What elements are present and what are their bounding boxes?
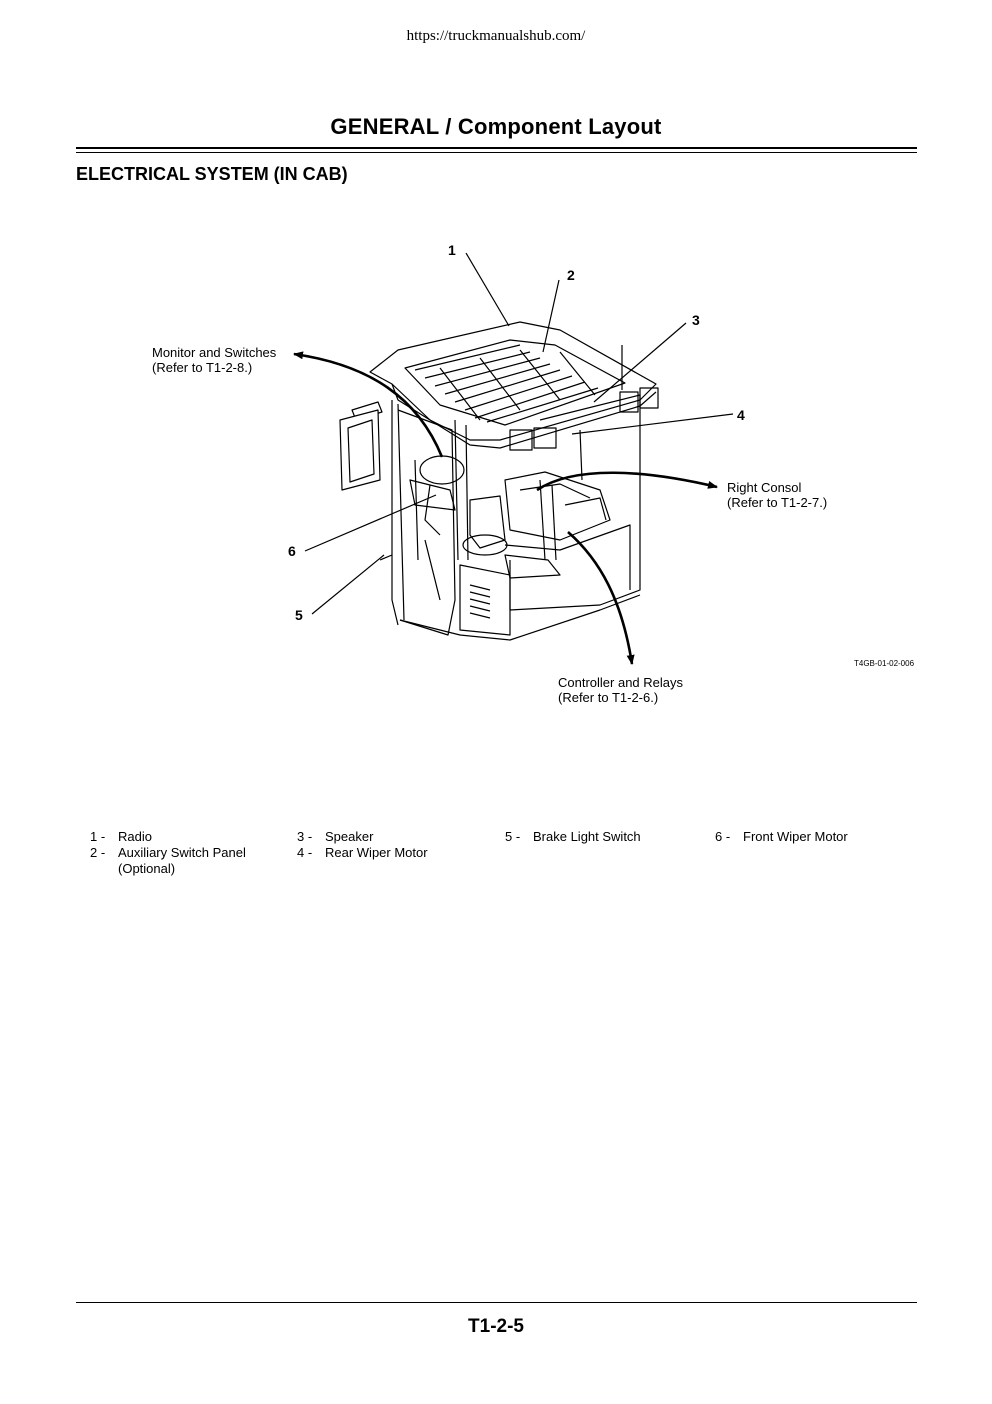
leader-2 [542,279,560,353]
leader-1 [465,252,510,327]
arrow-monitor [293,351,444,458]
arrow-right-consol [536,471,718,492]
legend-label-line1: Auxiliary Switch Panel [118,845,246,860]
legend-label-line2: (Optional) [118,861,176,876]
arrow-controller [567,531,635,665]
legend-item: 6 - Front Wiper Motor [715,829,848,845]
callout-right-consol-line2: (Refer to T1-2-7.) [727,495,828,510]
legend-label: Auxiliary Switch Panel(Optional) [118,845,246,877]
callout-number-1: 1 [448,242,456,258]
legend-item: 1 - Radio [90,829,246,845]
legend-label: Speaker [325,829,374,844]
legend-num: 3 - [297,829,313,844]
footer-rule [76,1302,917,1303]
leader-6 [304,494,437,552]
section-heading: ELECTRICAL SYSTEM (IN CAB) [76,164,348,184]
legend-column-4: 6 - Front Wiper Motor [715,829,848,845]
legend-label: Rear Wiper Motor [325,845,428,860]
cab-electrical-illustration [293,252,734,665]
legend-label: Brake Light Switch [533,829,641,844]
legend-column-2: 3 - Speaker 4 - Rear Wiper Motor [297,829,428,861]
callout-number-5: 5 [295,607,303,623]
leader-4 [571,413,734,435]
page-number: T1-2-5 [468,1316,524,1337]
callout-number-2: 2 [567,267,575,283]
legend-num: 6 - [715,829,731,844]
callout-right-consol-line1: Right Consol [727,480,802,495]
legend-item: 4 - Rear Wiper Motor [297,845,428,861]
legend-num: 1 - [90,829,106,844]
legend-label: Radio [118,829,152,844]
callout-monitor-line2: (Refer to T1-2-8.) [152,360,253,375]
title-rule-thin [76,152,917,153]
legend-item: 5 - Brake Light Switch [505,829,641,845]
legend-label: Front Wiper Motor [743,829,848,844]
title-rule-thick [76,147,917,149]
callout-number-3: 3 [692,312,700,328]
figure-id: T4GB-01-02-006 [854,659,915,668]
callout-controller-line2: (Refer to T1-2-6.) [558,690,659,705]
callout-right-consol: Right Consol (Refer to T1-2-7.) [727,480,827,510]
page-title: GENERAL / Component Layout [330,114,662,139]
legend-item: 3 - Speaker [297,829,428,845]
legend-column-1: 1 - Radio 2 - Auxiliary Switch Panel(Optio… [90,829,246,877]
callout-number-6: 6 [288,543,296,559]
legend-column-3: 5 - Brake Light Switch [505,829,641,845]
legend-num: 5 - [505,829,521,844]
callout-monitor-line1: Monitor and Switches [152,345,277,360]
source-url[interactable]: https://truckmanualshub.com/ [406,28,586,44]
leader-5 [311,554,385,615]
callout-monitor: Monitor and Switches (Refer to T1-2-8.) [152,345,276,375]
callout-number-4: 4 [737,407,745,423]
callout-controller-line1: Controller and Relays [558,675,684,690]
legend-num: 2 - [90,845,106,860]
legend-item: 2 - Auxiliary Switch Panel(Optional) [90,845,246,877]
leader-3 [593,322,687,403]
callout-controller: Controller and Relays (Refer to T1-2-6.) [558,675,683,705]
legend-num: 4 - [297,845,313,860]
